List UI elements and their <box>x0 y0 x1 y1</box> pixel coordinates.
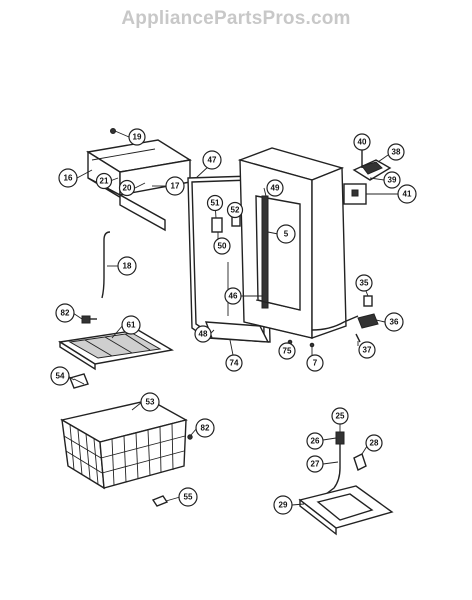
svg-text:19: 19 <box>133 133 142 142</box>
svg-text:55: 55 <box>184 493 193 502</box>
callout-75: 75 <box>278 342 296 360</box>
callout-40: 40 <box>353 133 371 151</box>
drain-assembly-drawing <box>298 431 394 536</box>
svg-text:37: 37 <box>363 346 372 355</box>
svg-text:54: 54 <box>56 372 65 381</box>
svg-text:53: 53 <box>146 398 155 407</box>
svg-text:40: 40 <box>358 138 367 147</box>
svg-text:46: 46 <box>229 292 238 301</box>
foot-drawing <box>151 495 169 507</box>
svg-text:28: 28 <box>370 439 379 448</box>
svg-text:7: 7 <box>313 359 318 368</box>
callout-7: 7 <box>306 354 324 372</box>
callout-19: 19 <box>128 128 146 146</box>
svg-text:17: 17 <box>171 182 180 191</box>
svg-text:20: 20 <box>123 184 132 193</box>
callout-35: 35 <box>355 274 373 292</box>
svg-text:74: 74 <box>230 359 239 368</box>
svg-text:29: 29 <box>279 501 288 510</box>
screw-drawing <box>81 315 97 324</box>
svg-text:61: 61 <box>127 321 136 330</box>
callout-82-screw: 82 <box>55 303 75 323</box>
svg-text:18: 18 <box>123 262 132 271</box>
svg-text:50: 50 <box>218 242 227 251</box>
svg-text:51: 51 <box>211 199 220 208</box>
screw-small-drawing <box>187 434 193 440</box>
callout-52: 52 <box>226 201 244 219</box>
svg-text:52: 52 <box>231 206 240 215</box>
svg-text:48: 48 <box>199 330 208 339</box>
svg-text:47: 47 <box>208 156 217 165</box>
svg-text:25: 25 <box>336 412 345 421</box>
svg-text:26: 26 <box>311 437 320 446</box>
watermark: AppliancePartsPros.com <box>121 8 351 29</box>
callout-16: 16 <box>58 168 78 188</box>
svg-text:75: 75 <box>283 347 292 356</box>
callout-29: 29 <box>273 495 293 515</box>
callout-53: 53 <box>140 392 160 412</box>
callout-41: 41 <box>397 184 417 204</box>
svg-text:27: 27 <box>311 460 320 469</box>
svg-text:49: 49 <box>271 184 280 193</box>
callout-25: 25 <box>331 407 349 425</box>
cabinet-drawing <box>237 147 359 348</box>
callout-38: 38 <box>387 143 405 161</box>
hinge-drawing <box>343 143 392 205</box>
callout-61: 61 <box>121 315 141 335</box>
svg-text:36: 36 <box>390 318 399 327</box>
svg-text:16: 16 <box>64 174 73 183</box>
callout-55: 55 <box>178 487 198 507</box>
callout-28: 28 <box>365 434 383 452</box>
shelf-drawing <box>58 329 174 371</box>
callout-47: 47 <box>202 150 222 170</box>
callout-26: 26 <box>306 432 324 450</box>
callout-18: 18 <box>117 256 137 276</box>
svg-text:82: 82 <box>201 424 210 433</box>
svg-text:39: 39 <box>388 176 397 185</box>
svg-text:82: 82 <box>61 309 70 318</box>
rod-drawing <box>101 231 111 299</box>
callout-36: 36 <box>384 312 404 332</box>
callout-17: 17 <box>165 176 185 196</box>
callout-37: 37 <box>358 341 376 359</box>
callout-5: 5 <box>276 224 296 244</box>
callout-21: 21 <box>95 172 113 190</box>
callout-48: 48 <box>194 325 212 343</box>
svg-text:35: 35 <box>360 279 369 288</box>
svg-text:5: 5 <box>284 230 289 239</box>
svg-text:38: 38 <box>392 148 401 157</box>
latch-drawing <box>355 295 379 343</box>
callout-82-small: 82 <box>195 418 215 438</box>
callout-46: 46 <box>224 287 242 305</box>
callout-50: 50 <box>213 237 231 255</box>
callout-39: 39 <box>383 171 401 189</box>
callout-20: 20 <box>118 179 136 197</box>
clip-drawing <box>69 373 89 389</box>
svg-text:21: 21 <box>100 177 109 186</box>
callout-49: 49 <box>266 179 284 197</box>
callout-54: 54 <box>50 366 70 386</box>
callout-27: 27 <box>306 455 324 473</box>
callout-51: 51 <box>206 194 224 212</box>
basket-drawing <box>60 399 188 490</box>
svg-text:41: 41 <box>403 190 412 199</box>
callout-74: 74 <box>225 354 243 372</box>
